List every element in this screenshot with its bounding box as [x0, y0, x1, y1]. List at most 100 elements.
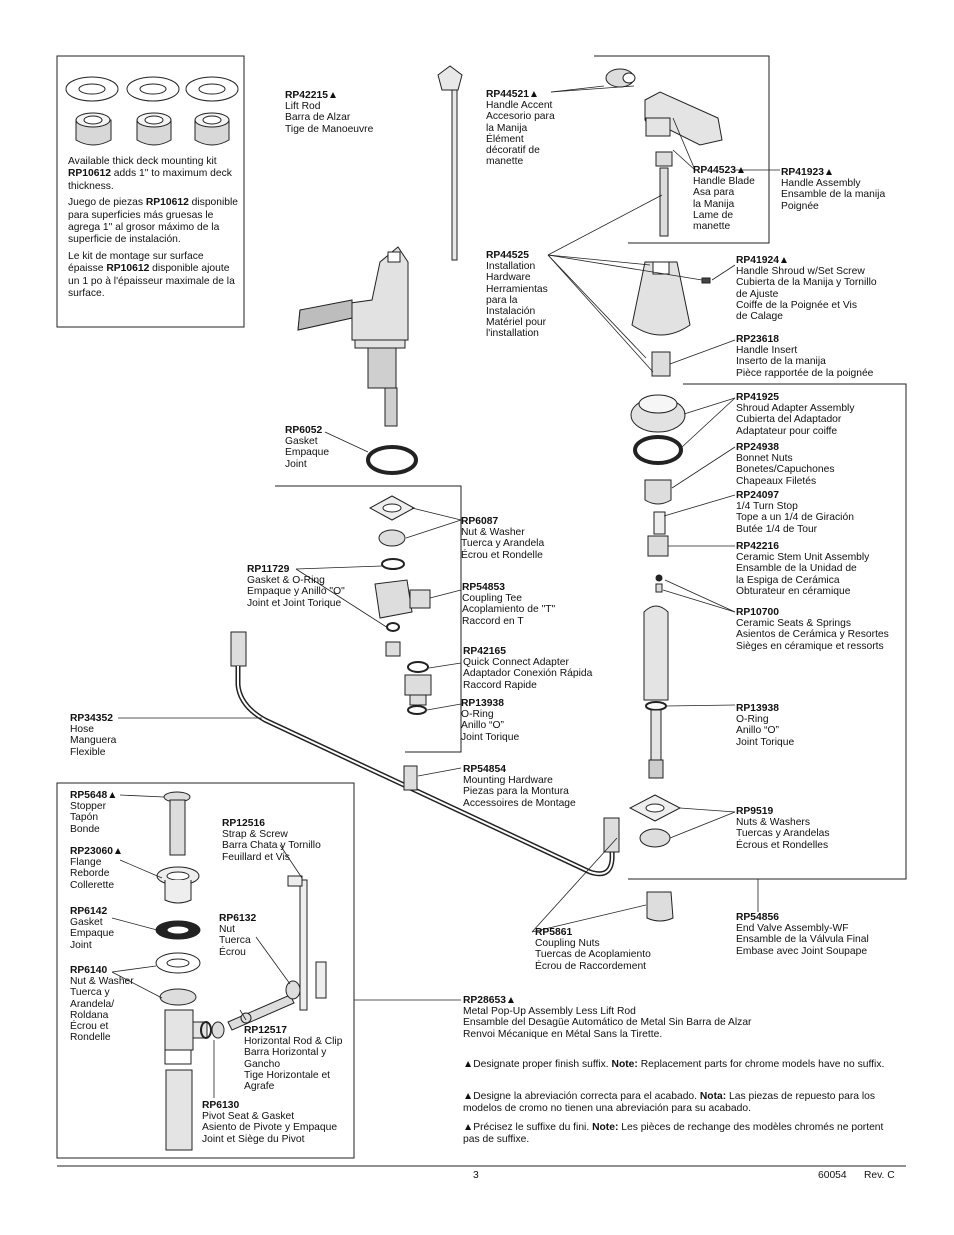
part-description-line: Rondelle: [70, 1032, 111, 1044]
drain-gasket-icon: [155, 920, 201, 940]
part-description-line: manette: [486, 156, 524, 168]
part-description-line: Nut: [219, 924, 236, 936]
part-number: RP54856: [736, 912, 779, 923]
kit-note-fr: Le kit de montage sur surface épaisse RP…: [68, 250, 235, 300]
page-number: 3: [473, 1170, 479, 1181]
part-description-line: Cubierta de la Manija y Tornillo: [736, 277, 877, 289]
coupling-tee-icon: [374, 579, 431, 619]
part-description-line: Joint et Joint Torique: [247, 597, 342, 609]
part-description-line: Handle Accent: [486, 100, 553, 112]
part-description-line: Stopper: [70, 801, 107, 813]
part-description-line: Ceramic Stem Unit Assembly: [736, 552, 870, 564]
part-description-line: Tuerca y Arandela: [461, 538, 545, 550]
part-description-line: Embase avec Joint Soupape: [736, 945, 868, 957]
bonnet-o-ring-icon: [633, 435, 683, 465]
part-description-line: Anillo “O”: [461, 720, 504, 732]
part-number: RP54853: [462, 582, 505, 593]
part-number: RP10700: [736, 607, 779, 618]
part-description-line: Handle Assembly: [781, 178, 861, 190]
part-description-line: Raccord en T: [462, 615, 524, 627]
part-number: RP23060▲: [70, 846, 124, 857]
lift-rod-icon: [437, 65, 463, 261]
part-description-line: Tapón: [70, 812, 99, 824]
part-description-line: Flexible: [70, 746, 106, 758]
stopper-icon: [163, 791, 191, 856]
document-number: 60054: [818, 1170, 847, 1181]
part-description-line: Nuts & Washers: [736, 817, 811, 829]
part-number: RP42165: [463, 646, 506, 657]
handle-insert-icon: [651, 351, 671, 377]
small-o-ring-icon: [386, 622, 400, 632]
part-description-line: Coiffe de la Poignée et Vis: [736, 299, 857, 311]
part-description-line: Nut & Washer: [70, 976, 134, 988]
kit-note-en: Available thick deck mounting kit RP1061…: [68, 156, 232, 192]
valve-nut-icon: [639, 828, 671, 848]
part-description-line: End Valve Assembly-WF: [736, 923, 849, 935]
part-description-line: Butée 1/4 de Tour: [736, 523, 818, 535]
finish-note-fr: ▲Précisez le suffixe du fini. Note: Les …: [463, 1122, 884, 1145]
part-number: RP44523▲: [693, 165, 747, 176]
mounting-hardware-frame: [275, 485, 462, 753]
part-number: RP11729: [247, 564, 290, 575]
part-description-line: Barra Horizontal y: [244, 1047, 327, 1059]
part-description-line: l'installation: [486, 328, 539, 340]
kit-frame: [56, 55, 245, 328]
part-description-line: Mounting Hardware: [463, 775, 553, 787]
pivot-nut-icon: [285, 980, 301, 1000]
part-description-line: Handle Insert: [736, 345, 798, 357]
coupling-nut-icon: [646, 891, 674, 922]
part-number: RP6140: [70, 965, 108, 976]
bonnet-nut-icon: [644, 479, 672, 505]
part-description-line: Barra de Alzar: [285, 112, 351, 124]
part-number: RP5648▲: [70, 790, 118, 801]
finish-note-es: ▲Designe la abreviación correcta para el…: [463, 1091, 876, 1114]
part-description-line: Feuillard et Vis: [222, 851, 290, 863]
part-description-line: O-Ring: [461, 709, 494, 721]
part-description-line: Inserto de la manija: [736, 356, 826, 368]
part-description-line: Coupling Nuts: [535, 938, 600, 950]
revision: Rev. C: [864, 1170, 895, 1181]
part-description-line: Écrou et: [70, 1021, 109, 1033]
part-description-line: Cubierta del Adaptador: [736, 414, 842, 426]
valve-body-icon: [643, 605, 669, 779]
part-description-line: Raccord Rapide: [463, 679, 537, 691]
part-description-line: Asa para: [693, 187, 735, 199]
finish-note-en: ▲Designate proper finish suffix. Note: R…: [463, 1059, 885, 1070]
part-description-line: Reborde: [70, 868, 110, 880]
part-description-line: Empaque: [70, 928, 115, 940]
part-description-line: Écrou: [219, 946, 246, 958]
part-number: RP12516: [222, 818, 265, 829]
part-description-line: Joint et Siège du Pivot: [202, 1133, 305, 1145]
drain-nut-icon: [159, 988, 197, 1006]
part-number: RP24938: [736, 442, 779, 453]
kit-washer-icon: [65, 76, 239, 102]
part-description-line: Strap & Screw: [222, 829, 288, 841]
part-description-line: Poignée: [781, 200, 819, 212]
part-description-line: para la: [486, 294, 518, 306]
part-description-line: Tope a un 1/4 de Giración: [736, 512, 854, 524]
part-description-line: Joint Torique: [461, 731, 520, 743]
kit-note-es: Juego de piezas RP10612 disponible para …: [68, 197, 239, 246]
part-description-line: 1/4 Turn Stop: [736, 501, 798, 513]
center-nut-icon: [378, 529, 406, 547]
part-description-line: Adaptateur pour coiffe: [736, 425, 838, 437]
part-description-line: Pièce rapportée de la poignée: [736, 367, 874, 379]
adapter-o-ring-icon-2: [407, 705, 427, 715]
part-number: RP44525: [486, 250, 529, 261]
part-description-line: Herramientas: [486, 283, 548, 295]
spout-gasket-icon: [366, 445, 418, 475]
part-description-line: Roldana: [70, 1009, 109, 1021]
